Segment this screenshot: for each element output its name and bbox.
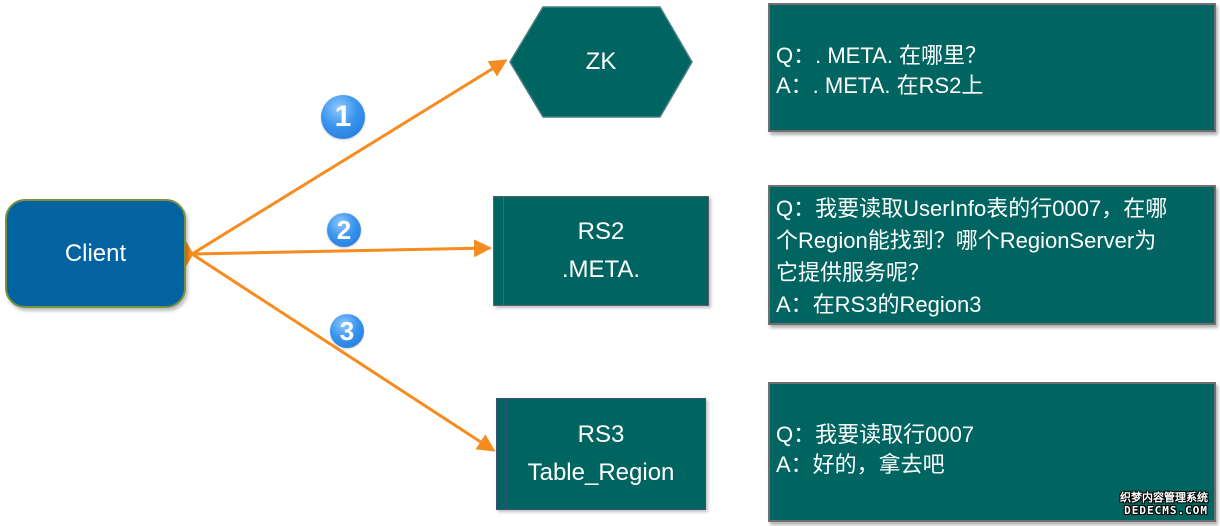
qa-question: Q：. META. 在哪里？ <box>776 43 988 68</box>
zk-hexagon[interactable] <box>509 6 693 118</box>
watermark-line-1: 织梦内容管理系统 <box>1120 491 1208 504</box>
qa-question: Q：我要读取行0007 <box>776 422 975 447</box>
rs2-table: .META. <box>561 256 641 283</box>
watermark-line-2: DEDECMS.COM <box>1124 504 1208 517</box>
qa-question-line-2: 个Region能找到？哪个RegionServer为 <box>776 228 1157 253</box>
rs3-table: Table_Region <box>527 459 675 486</box>
qa-box-region: Q：我要读取行0007 A：好的，拿去吧 织梦内容管理系统 DEDECMS.CO… <box>768 382 1216 522</box>
qa-box-zk: Q：. META. 在哪里？ A：. META. 在RS2上 <box>768 3 1216 132</box>
zk-node[interactable]: ZK <box>510 6 692 118</box>
step-3-badge: 3 <box>330 314 364 348</box>
qa-question-line-3: 它提供服务呢？ <box>776 260 931 285</box>
rs3-name: RS3 <box>577 421 625 448</box>
edge-client-zk <box>174 59 508 270</box>
qa-answer: A：好的，拿去吧 <box>776 452 945 477</box>
client-label: Client <box>64 239 127 267</box>
zk-label: ZK <box>585 48 617 75</box>
step-1-number: 1 <box>334 100 352 133</box>
edge-client-rs2 <box>176 239 492 264</box>
qa-answer: A：. META. 在RS2上 <box>776 73 984 98</box>
qa-question-line-1: Q：我要读取UserInfo表的行0007，在哪 <box>776 196 1168 221</box>
client-node[interactable]: Client <box>5 199 186 308</box>
rs3-node[interactable]: RS3 Table_Region <box>496 398 706 510</box>
step-3-number: 3 <box>339 315 355 346</box>
watermark: 织梦内容管理系统 DEDECMS.COM <box>1120 491 1208 517</box>
rs2-node[interactable]: RS2 .META. <box>493 196 709 306</box>
qa-box-meta: Q：我要读取UserInfo表的行0007，在哪 个Region能找到？哪个Re… <box>768 185 1216 325</box>
qa-answer: A：在RS3的Region3 <box>776 292 982 317</box>
edge-client-rs3 <box>174 238 496 452</box>
rs2-name: RS2 <box>577 218 625 245</box>
step-2-badge: 2 <box>327 213 361 247</box>
step-1-badge: 1 <box>321 95 365 139</box>
step-2-number: 2 <box>336 214 352 245</box>
